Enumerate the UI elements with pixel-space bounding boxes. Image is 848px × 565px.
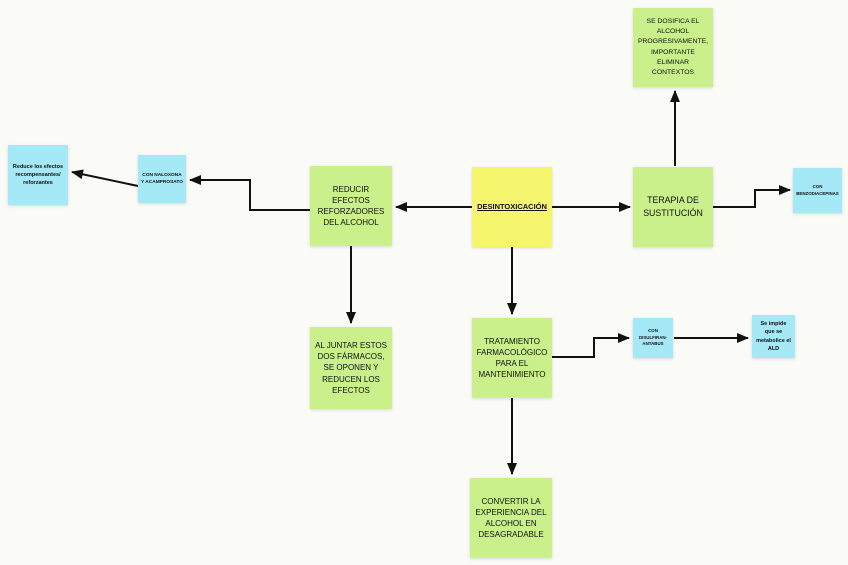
- arrow-reducir-efectos-to-con-naloxona[interactable]: [189, 175, 310, 211]
- sticky-note-text: SE DOSIFICA EL ALCOHOL PROGRESIVAMENTE, …: [637, 17, 709, 76]
- sticky-note-con-benzodiacepinas[interactable]: CON BENZODIACEPINAS: [793, 168, 842, 213]
- sticky-note-text: CON DISULFIRAN-ANTABUS: [638, 328, 668, 347]
- sticky-note-convertir-experiencia[interactable]: CONVERTIR LA EXPERIENCIA DEL ALCOHOL EN …: [470, 478, 552, 558]
- sticky-note-text: Reduce los efectos recompensantes/ refor…: [12, 163, 64, 187]
- sticky-note-text: TERAPIA DE SUSTITUCIÓN: [643, 195, 703, 218]
- sticky-note-tratamiento-farmacologico[interactable]: TRATAMIENTO FARMACOLÓGICO PARA EL MANTEN…: [472, 318, 552, 398]
- sticky-note-text: TRATAMIENTO FARMACOLÓGICO PARA EL MANTEN…: [476, 336, 548, 380]
- sticky-note-text: CON BENZODIACEPINAS: [796, 183, 839, 196]
- arrow-terapia-sustitucion-to-con-benzodiacepinas[interactable]: [713, 185, 791, 208]
- sticky-note-reduce-recompensantes[interactable]: Reduce los efectos recompensantes/ refor…: [8, 145, 68, 205]
- sticky-note-se-dosifica[interactable]: SE DOSIFICA EL ALCOHOL PROGRESIVAMENTE, …: [633, 8, 713, 87]
- sticky-note-text: CON NALOXONA Y ACAMPROSATO: [141, 172, 183, 185]
- sticky-note-text: DESINTOXICACIÓN: [477, 201, 547, 211]
- sticky-note-se-impide[interactable]: Se impide que se metabolice el ALD: [752, 315, 795, 358]
- sticky-note-reducir-efectos[interactable]: REDUCIR EFECTOS REFORZADORES DEL ALCOHOL: [310, 166, 392, 246]
- sticky-note-text: AL JUNTAR ESTOS DOS FÁRMACOS, SE OPONEN …: [315, 341, 387, 395]
- sticky-note-terapia-sustitucion[interactable]: TERAPIA DE SUSTITUCIÓN: [633, 167, 713, 247]
- sticky-note-al-juntar[interactable]: AL JUNTAR ESTOS DOS FÁRMACOS, SE OPONEN …: [310, 327, 392, 409]
- sticky-note-text: REDUCIR EFECTOS REFORZADORES DEL ALCOHOL: [317, 184, 385, 228]
- arrow-con-naloxona-to-reduce-recompensantes[interactable]: [71, 169, 139, 187]
- sticky-note-con-naloxona[interactable]: CON NALOXONA Y ACAMPROSATO: [138, 155, 186, 203]
- arrow-tratamiento-farmacologico-to-con-disulfiran[interactable]: [552, 333, 630, 358]
- sticky-note-desintoxicacion[interactable]: DESINTOXICACIÓN: [472, 167, 552, 247]
- sticky-note-text: Se impide que se metabolice el ALD: [756, 321, 791, 352]
- sticky-note-con-disulfiran[interactable]: CON DISULFIRAN-ANTABUS: [633, 318, 673, 358]
- sticky-note-text: CONVERTIR LA EXPERIENCIA DEL ALCOHOL EN …: [475, 496, 547, 540]
